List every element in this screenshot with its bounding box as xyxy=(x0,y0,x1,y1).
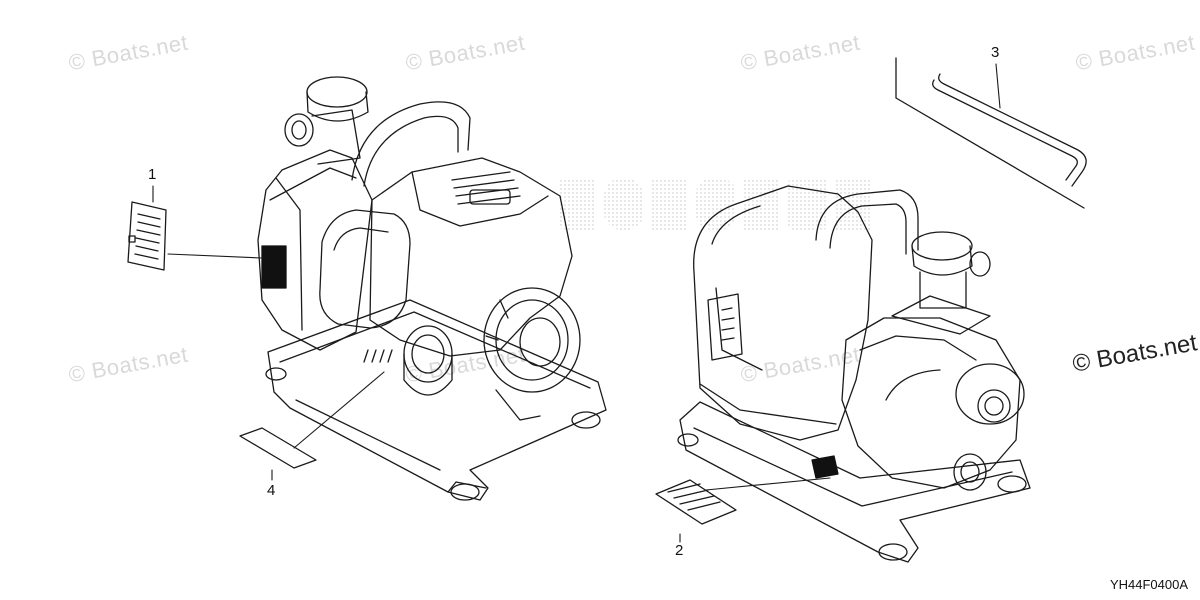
water-pump-front-view xyxy=(257,76,607,501)
label-part-2 xyxy=(655,479,737,525)
label-part-4 xyxy=(239,427,317,469)
stippled-brand-watermark xyxy=(560,178,872,230)
callout-2: 2 xyxy=(675,542,684,559)
diagram-code: YH44F0400A xyxy=(1109,577,1188,592)
water-pump-rear-view xyxy=(677,185,1031,563)
leader-lines xyxy=(152,63,1001,543)
hex-wrench-part xyxy=(895,57,1087,209)
callout-4: 4 xyxy=(267,482,276,499)
callout-3: 3 xyxy=(991,44,1000,61)
label-part-1 xyxy=(127,201,167,271)
callout-1: 1 xyxy=(148,166,157,183)
